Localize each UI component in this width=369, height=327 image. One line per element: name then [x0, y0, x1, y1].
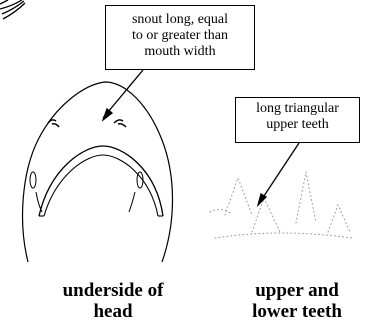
- gill-left: [30, 172, 42, 212]
- callout-snout-line-1: snout long, equal: [106, 12, 254, 28]
- upper-tooth-left: [225, 178, 252, 215]
- head-outline: [23, 82, 173, 262]
- mouth-inner-edge: [44, 155, 158, 216]
- caption-underside-of-head: underside of head: [38, 281, 188, 323]
- caption-left-line-1: underside of: [38, 281, 188, 302]
- lower-tooth-right: [328, 205, 350, 232]
- callout-teeth-line-2: upper teeth: [236, 117, 359, 133]
- teeth-callout-arrow: [258, 143, 299, 205]
- jaw-line: [215, 233, 352, 238]
- upper-tooth-right: [296, 172, 316, 223]
- callout-teeth-line-1: long triangular: [236, 101, 359, 117]
- fin-fragment-sketch: [0, 0, 25, 19]
- mouth-outer-edge: [39, 146, 163, 216]
- caption-left-line-2: head: [38, 302, 188, 323]
- teeth-illustration: [210, 172, 352, 238]
- callout-snout-length: snout long, equal to or greater than mou…: [105, 5, 255, 70]
- lower-tooth: [252, 198, 280, 232]
- nostril-left: [48, 120, 59, 127]
- shark-head-underside-illustration: [23, 82, 173, 262]
- callout-upper-teeth: long triangular upper teeth: [235, 97, 360, 143]
- caption-right-line-2: lower teeth: [226, 302, 368, 323]
- tooth-base-left: [210, 209, 232, 214]
- snout-callout-arrow: [103, 70, 143, 120]
- callout-snout-line-2: to or greater than: [106, 28, 254, 44]
- callout-snout-line-3: mouth width: [106, 44, 254, 60]
- nostril-right: [114, 120, 126, 127]
- caption-right-line-1: upper and: [226, 281, 368, 302]
- caption-upper-and-lower-teeth: upper and lower teeth: [226, 281, 368, 323]
